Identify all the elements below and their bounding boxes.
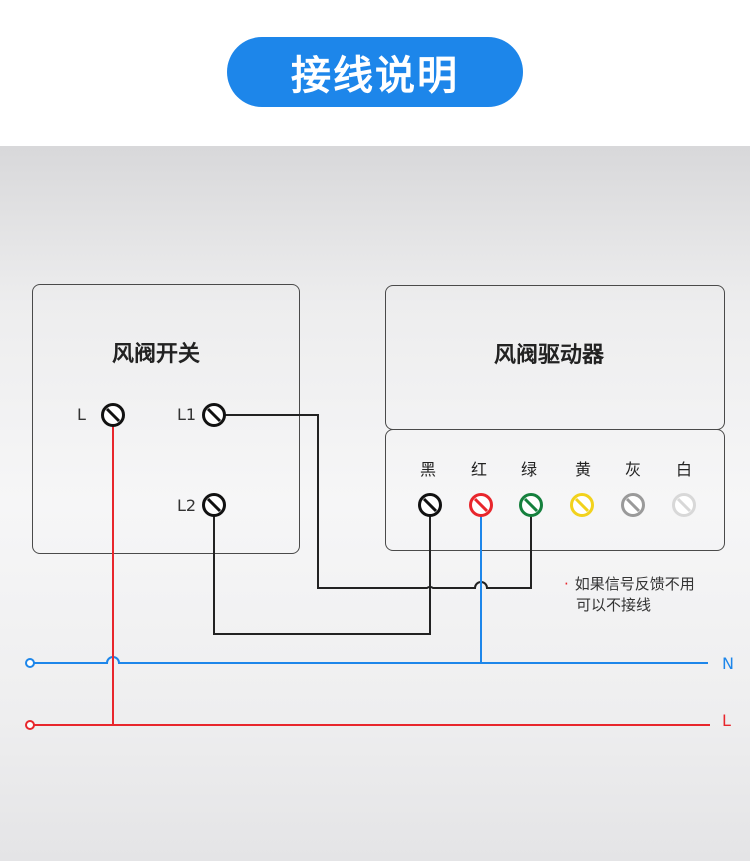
driver-terminal-white: [672, 493, 696, 517]
live-label: L: [722, 711, 731, 730]
terminal-label-l1: L1: [177, 405, 197, 424]
neutral-line: [30, 656, 708, 664]
l1-wire: [224, 414, 532, 589]
driver-terminal-green: [519, 493, 543, 517]
damper-switch-box: [32, 284, 300, 554]
note-line-1: 如果信号反馈不用: [574, 575, 695, 593]
wire-label-white: 白: [676, 460, 693, 479]
driver-terminal-grey: [621, 493, 645, 517]
terminal-label-l2: L2: [177, 496, 197, 515]
driver-terminal-black: [418, 493, 442, 517]
damper-driver-title: 风阀驱动器: [494, 343, 605, 368]
note-bullet: ·: [564, 575, 569, 593]
terminal-label-l: L: [77, 405, 86, 424]
wire-label-grey: 灰: [625, 460, 642, 479]
feedback-note: · 如果信号反馈不用 可以不接线: [564, 574, 695, 616]
damper-switch-title: 风阀开关: [112, 342, 201, 367]
terminal-l1: [202, 403, 226, 427]
wire-label-yellow: 黄: [575, 460, 592, 479]
driver-terminals: [418, 493, 696, 517]
l2-wire: [213, 515, 431, 635]
driver-terminal-yellow: [570, 493, 594, 517]
wire-label-red: 红: [471, 460, 488, 479]
terminal-l2: [202, 493, 226, 517]
note-line-2: 可以不接线: [576, 596, 652, 614]
live-line-end: [25, 720, 35, 730]
header: 接线说明: [0, 0, 750, 146]
neutral-line-end: [25, 658, 35, 668]
driver-terminal-block: [385, 429, 725, 551]
page-title: 接线说明: [227, 37, 523, 107]
driver-terminal-red: [469, 493, 493, 517]
terminal-l: [101, 403, 125, 427]
wire-label-green: 绿: [521, 460, 538, 479]
wire-label-black: 黑: [420, 460, 437, 479]
neutral-label: N: [722, 654, 734, 673]
